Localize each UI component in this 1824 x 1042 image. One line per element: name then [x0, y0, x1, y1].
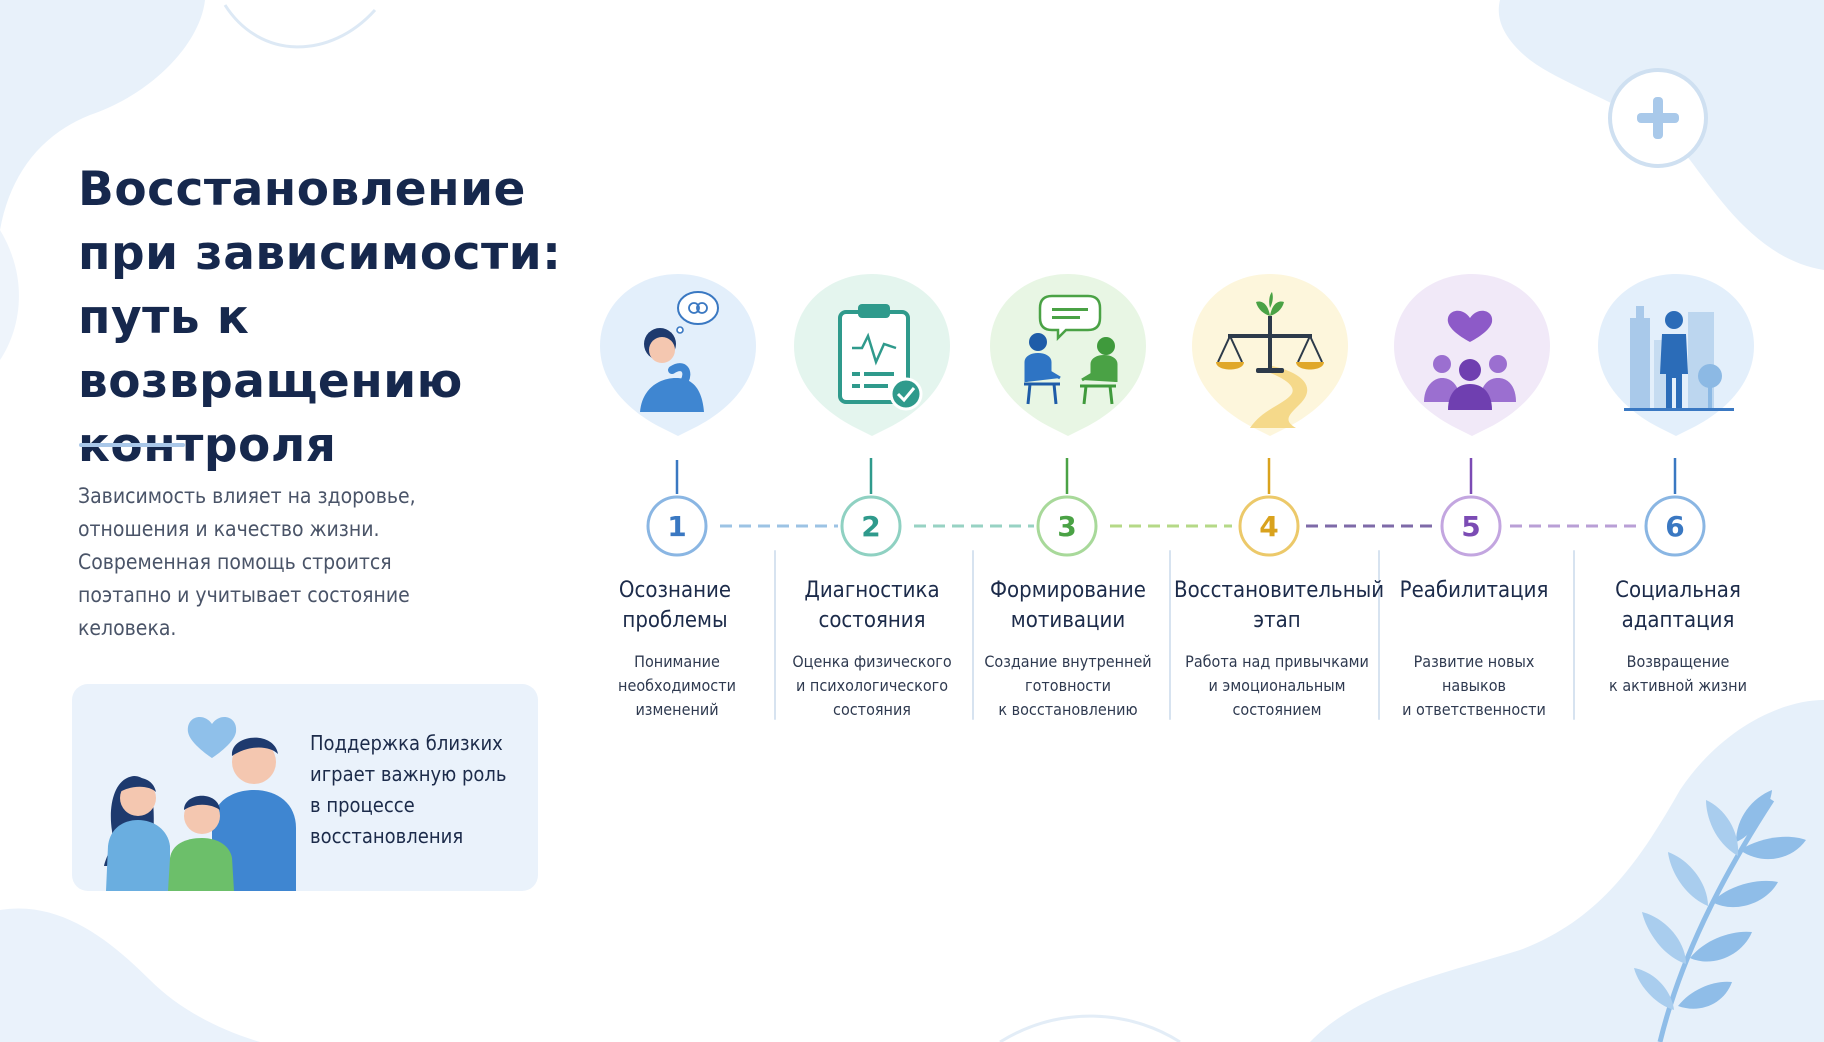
top-left-edge [0, 230, 19, 360]
step-2-title: Диагностика состояния [772, 576, 972, 636]
step-title-line: Реабилитация [1399, 578, 1549, 603]
intro-line: поэтапно и учитывает состояние [78, 583, 410, 607]
column-divider [1573, 550, 1575, 720]
support-line: Поддержка близких [310, 731, 503, 755]
support-text: Поддержка близких играет важную роль в п… [310, 728, 530, 852]
page-title: Восстановление при зависимости: путь к в… [78, 158, 598, 478]
step-desc-line: Развитие новых [1413, 652, 1535, 671]
support-line: в процессе [310, 793, 415, 817]
step-title-line: состояния [818, 608, 926, 633]
step-3-description: Создание внутренней готовности к восстан… [968, 650, 1168, 722]
step-desc-line: необходимости [618, 676, 736, 695]
step-6-title: Социальная адаптация [1578, 576, 1778, 636]
step-title-line: Формирование [990, 578, 1146, 603]
top-right-blob [1498, 0, 1824, 270]
step-6-description: Возвращение к активной жизни [1578, 650, 1778, 698]
step-2-description: Оценка физического и психологического со… [772, 650, 972, 722]
conversation-icon [1024, 294, 1118, 405]
column-divider [1378, 550, 1380, 720]
step-desc-line: навыков [1441, 676, 1507, 695]
step-6-number: 6 [1665, 510, 1684, 543]
step-desc-line: к активной жизни [1609, 676, 1747, 695]
step-desc-line: состояния [833, 700, 911, 719]
step-5-number: 5 [1461, 510, 1480, 543]
support-card: Поддержка близких играет важную роль в п… [72, 684, 538, 891]
step-2-graphic: 2 [794, 274, 950, 557]
step-title-line: Восстановительный [1174, 578, 1385, 603]
column-divider [1169, 550, 1171, 720]
bottom-left-blob [0, 908, 260, 1042]
plus-icon [1608, 68, 1708, 168]
step-desc-line: изменений [635, 700, 719, 719]
step-3-graphic: 3 [990, 274, 1146, 557]
step-desc-line: Работа над привычками [1185, 652, 1369, 671]
step-title-line: Осознание [618, 578, 732, 603]
title-line: Восстановление [78, 162, 526, 217]
step-desc-line: Создание внутренней [984, 652, 1152, 671]
step-5-title: Реабилитация [1374, 576, 1574, 606]
step-4-number: 4 [1259, 510, 1278, 543]
step-desc-line: к восстановлению [998, 700, 1138, 719]
step-1-title: Осознание проблемы [575, 576, 775, 636]
step-title-line: Социальная [1615, 578, 1741, 603]
step-3-number: 3 [1057, 510, 1076, 543]
column-divider [972, 550, 974, 720]
step-desc-line: Понимание [634, 652, 720, 671]
intro-line: Зависимость влияет на здоровье, [78, 484, 416, 508]
step-title-line: мотивации [1010, 608, 1126, 633]
group-heart-icon [1424, 310, 1516, 410]
balance-scale-icon [1216, 292, 1324, 428]
step-1-number: 1 [667, 510, 686, 543]
step-4-title: Восстановительный этап [1174, 576, 1385, 636]
top-left-arc [223, 4, 377, 49]
step-desc-line: Оценка физического [792, 652, 952, 671]
thinking-person-icon [640, 291, 719, 412]
title-line: при зависимости: [78, 226, 562, 281]
leaf-branch-icon [1634, 790, 1806, 1042]
step-4-graphic: 4 [1192, 274, 1348, 557]
family-heart-illustration [104, 717, 296, 891]
title-underline [79, 443, 185, 447]
step-desc-line: и ответственности [1402, 700, 1546, 719]
top-left-blob [0, 0, 205, 230]
intro-line: Современная помощь строится [78, 550, 392, 574]
title-line: путь к возвращению [78, 290, 463, 409]
step-3-title: Формирование мотивации [968, 576, 1168, 636]
step-desc-line: состоянием [1232, 700, 1322, 719]
step-desc-line: готовности [1025, 676, 1111, 695]
support-line: восстановления [310, 824, 464, 848]
bottom-center-arc [999, 1014, 1181, 1042]
step-title-line: этап [1253, 608, 1301, 633]
step-1-description: Понимание необходимости изменений [577, 650, 777, 722]
column-divider [774, 550, 776, 720]
step-title-line: адаптация [1621, 608, 1735, 633]
step-title-line: проблемы [622, 608, 728, 633]
heart-icon [187, 717, 237, 758]
step-5-description: Развитие новых навыков и ответственности [1374, 650, 1574, 722]
step-4-description: Работа над привычками и эмоциональным со… [1174, 650, 1380, 722]
clipboard-check-icon [838, 304, 923, 411]
step-2-number: 2 [861, 510, 880, 543]
intro-line: отношения и качество жизни. [78, 517, 380, 541]
step-6-graphic: 6 [1598, 274, 1754, 557]
intro-paragraph: Зависимость влияет на здоровье, отношени… [78, 480, 498, 645]
step-desc-line: и эмоциональным [1208, 676, 1346, 695]
step-1-graphic: 1 [600, 274, 756, 557]
step-desc-line: и психологического [796, 676, 948, 695]
support-line: играет важную роль [310, 762, 507, 786]
step-desc-line: Возвращение [1626, 652, 1730, 671]
step-5-graphic: 5 [1394, 274, 1550, 557]
intro-line: келовека. [78, 616, 177, 640]
city-person-icon [1624, 306, 1734, 411]
step-title-line: Диагностика [804, 578, 940, 603]
